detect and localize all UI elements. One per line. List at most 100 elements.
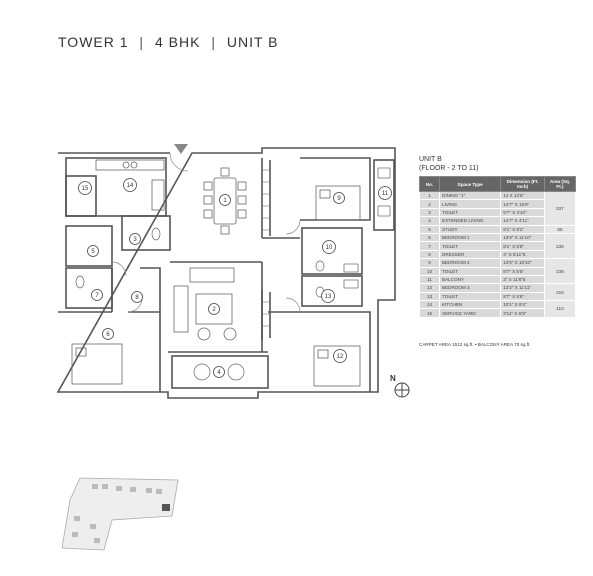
unit-title: UNIT B (419, 156, 442, 163)
room-marker-7: 7 (91, 289, 103, 301)
row-space: DINING "1" (439, 190, 502, 201)
room-number: 7 (95, 293, 99, 299)
room-number: 5 (91, 249, 95, 255)
room-marker-1: 1 (219, 194, 231, 206)
bullet: • (474, 342, 477, 347)
tower-label: TOWER 1 (58, 34, 129, 50)
row-space: KITCHEN (439, 300, 502, 310)
row-no: 6 (418, 232, 441, 243)
unit-heading: UNIT B (FLOOR - 2 TO 11) (419, 155, 479, 173)
row-no: 2 (418, 199, 441, 209)
row-no: 4 (418, 216, 441, 226)
row-no: 12 (418, 283, 441, 293)
row-dim: 14'7" X 4'11" (500, 216, 545, 226)
row-dim: 8'7" X 5'6" (500, 291, 545, 302)
unit-label: UNIT B (226, 34, 279, 50)
room-marker-6: 6 (102, 328, 114, 340)
row-dim: 13'5" X 10'10" (500, 258, 545, 268)
room-number: 11 (382, 191, 389, 197)
key-plan (61, 477, 179, 551)
room-marker-10: 10 (322, 240, 336, 254)
bhk-label: 4 BHK (154, 34, 201, 50)
room-marker-5: 5 (87, 245, 99, 257)
room-number: 14 (127, 183, 134, 189)
column-header: Space Type (439, 176, 502, 192)
room-number: 3 (133, 237, 137, 243)
row-space: LIVING (439, 199, 502, 209)
row-no: 5 (418, 224, 441, 234)
carpet-area: CARPET AREA 1512 sq.ft. (419, 342, 474, 347)
row-no: 1 (418, 190, 441, 201)
row-dim: 14 X 12'5" (500, 190, 545, 201)
row-space: BALCONY (439, 274, 502, 285)
room-marker-15: 15 (78, 181, 92, 195)
row-no: 15 (418, 308, 441, 318)
row-area: 239 (543, 258, 577, 285)
room-marker-8: 8 (131, 291, 143, 303)
room-number: 9 (337, 196, 341, 202)
row-dim: 8'7" X 5'5" (500, 266, 545, 276)
room-number: 2 (212, 307, 216, 313)
page-title: TOWER 1 | 4 BHK | UNIT B (58, 34, 278, 50)
area-table: No. Space Type Dimension (Ft. Inch) Area… (418, 176, 577, 318)
row-no: 9 (418, 258, 441, 268)
title-separator: | (211, 34, 216, 50)
row-area: 110 (543, 300, 577, 318)
room-marker-14: 14 (123, 178, 137, 192)
row-dim: 3'11" X 6'9" (500, 308, 545, 318)
row-space: STUDY (439, 224, 502, 234)
row-dim: 4" X 5'11"5 (500, 249, 545, 260)
room-marker-2: 2 (208, 303, 220, 315)
room-number: 12 (337, 354, 344, 360)
row-space: SERVICE YARD (439, 308, 502, 318)
row-no: 3 (418, 207, 441, 218)
row-space: TOILET (439, 207, 502, 218)
row-no: 8 (418, 249, 441, 260)
row-space: DRESSER (439, 249, 502, 260)
column-header: No. (418, 176, 441, 192)
row-dim: 5'7" X 4'10" (500, 207, 545, 218)
room-number: 13 (325, 294, 332, 300)
row-space: TOILET (439, 291, 502, 302)
row-space: BEDROOM 2 (439, 258, 502, 268)
row-space: TOILET (439, 266, 502, 276)
entry-arrow-icon (174, 144, 188, 154)
room-marker-13: 13 (321, 289, 335, 303)
room-number: 6 (106, 332, 110, 338)
row-area: 216 (543, 283, 577, 302)
room-marker-12: 12 (333, 349, 347, 363)
row-area: 236 (543, 232, 577, 260)
compass-icon (394, 382, 410, 398)
row-dim: 8'1" X 5'8" (500, 241, 545, 251)
row-space: EXTENDED LIVING (439, 216, 502, 226)
row-dim: 8'1" X 8'2" (500, 224, 545, 234)
room-number: 1 (223, 198, 227, 204)
table-header-row: No. Space Type Dimension (Ft. Inch) Area… (418, 176, 577, 192)
room-marker-9: 9 (333, 192, 345, 204)
row-space: TOILET (439, 241, 502, 251)
row-dim: 10'1" X 8'4" (500, 300, 545, 310)
room-marker-3: 3 (129, 233, 141, 245)
row-dim: 3" X 11'6"5 (500, 274, 545, 285)
area-summary: CARPET AREA 1512 sq.ft. • BALCONY AREA 7… (419, 342, 531, 347)
row-no: 11 (418, 274, 441, 285)
balcony-area: BALCONY AREA 70 sq.ft. (477, 342, 531, 347)
room-number: 8 (135, 295, 139, 301)
room-number: 15 (82, 186, 89, 192)
room-number: 10 (326, 245, 333, 251)
title-separator: | (139, 34, 145, 50)
row-no: 13 (418, 291, 441, 302)
row-space: BEDROOM 1 (439, 232, 502, 243)
